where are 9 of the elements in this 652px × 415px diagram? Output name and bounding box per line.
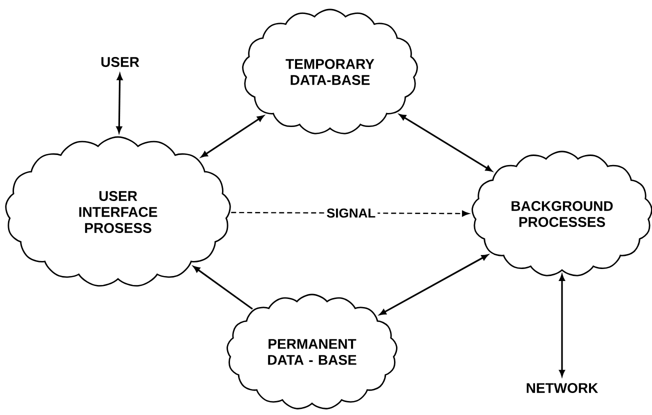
node-label: USER (101, 57, 140, 67)
node-label: NETWORK (526, 383, 598, 393)
arrow (201, 115, 264, 158)
arrow (399, 114, 492, 172)
arrow (379, 254, 488, 316)
edge-label: SIGNAL (324, 206, 378, 220)
arrow (193, 266, 253, 310)
arrow (559, 274, 565, 376)
arrow (116, 74, 123, 133)
